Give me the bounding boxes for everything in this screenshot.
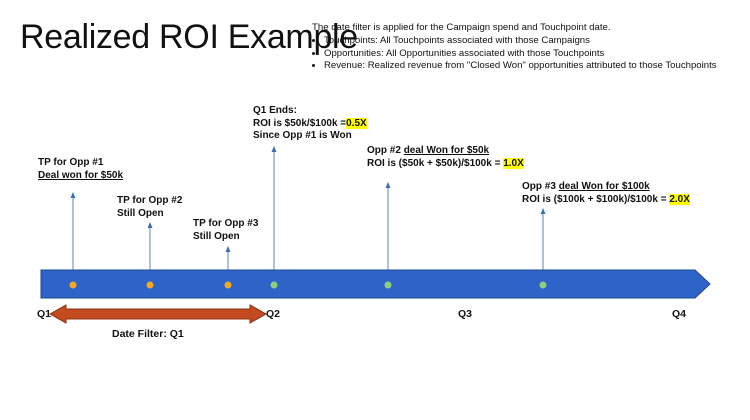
quarter-label-q3: Q3 [458, 308, 473, 320]
opp2-title: Opp #2 deal Won for $50k [367, 145, 490, 156]
q1end-label: Q1 Ends: ROI is $50k/$100k =0.5X Since O… [253, 105, 367, 143]
tp1-label: TP for Opp #1 Deal won for $50k [38, 157, 123, 182]
quarter-label-q2: Q2 [266, 308, 281, 320]
connector-q1end [271, 146, 277, 283]
touchpoint-dot-1 [69, 281, 77, 289]
date-filter-label: Date Filter: Q1 [112, 328, 184, 340]
touchpoint-dot-2 [146, 281, 154, 289]
notes-list: Touchpoints: All Touchpoints associated … [312, 35, 747, 72]
timeline-arrow [40, 269, 711, 299]
roi-value-highlight: 1.0X [503, 157, 524, 169]
opp3-label: Opp #3 deal Won for $100k ROI is ($100k … [522, 181, 690, 206]
touchpoint-dot-3 [224, 281, 232, 289]
quarter-label-q1: Q1 [37, 308, 52, 320]
tp2-label: TP for Opp #2 Still Open [117, 195, 182, 220]
date-filter-arrow [48, 304, 268, 324]
tp2-title: TP for Opp #2 [117, 195, 183, 206]
roi-value-highlight: 0.5X [346, 117, 367, 129]
opp2-label: Opp #2 deal Won for $50k ROI is ($50k + … [367, 145, 524, 170]
q1end-roi: ROI is $50k/$100k =0.5X [253, 117, 367, 129]
won-dot-opp3 [539, 281, 547, 289]
roi-value-highlight: 2.0X [669, 193, 690, 205]
tp3-label: TP for Opp #3 Still Open [193, 218, 258, 243]
notes-intro: The date filter is applied for the Campa… [312, 22, 611, 33]
notes-bullet-revenue: Revenue: Realized revenue from "Closed W… [324, 60, 747, 72]
opp3-title: Opp #3 deal Won for $100k [522, 181, 650, 192]
opp2-roi: ROI is ($50k + $50k)/$100k = 1.0X [367, 157, 524, 169]
won-dot-q1end [270, 281, 278, 289]
opp3-roi: ROI is ($100k + $100k)/$100k = 2.0X [522, 193, 690, 205]
tp1-title: TP for Opp #1 [38, 157, 104, 168]
tp2-status: Still Open [117, 207, 164, 219]
notes-bullet-opportunities: Opportunities: All Opportunities associa… [324, 48, 747, 60]
notes-bullet-touchpoints: Touchpoints: All Touchpoints associated … [324, 35, 747, 47]
tp3-status: Still Open [193, 230, 240, 242]
connector-opp2 [385, 182, 391, 283]
connector-tp1 [70, 192, 76, 283]
won-dot-opp2 [384, 281, 392, 289]
q1end-reason: Since Opp #1 is Won [253, 130, 352, 142]
quarter-label-q4: Q4 [672, 308, 687, 320]
slide-title: Realized ROI Example [20, 18, 358, 56]
tp1-detail: Deal won for $50k [38, 169, 124, 181]
tp3-title: TP for Opp #3 [193, 218, 259, 229]
q1end-title: Q1 Ends: [253, 105, 297, 116]
notes-block: The date filter is applied for the Campa… [312, 22, 747, 73]
